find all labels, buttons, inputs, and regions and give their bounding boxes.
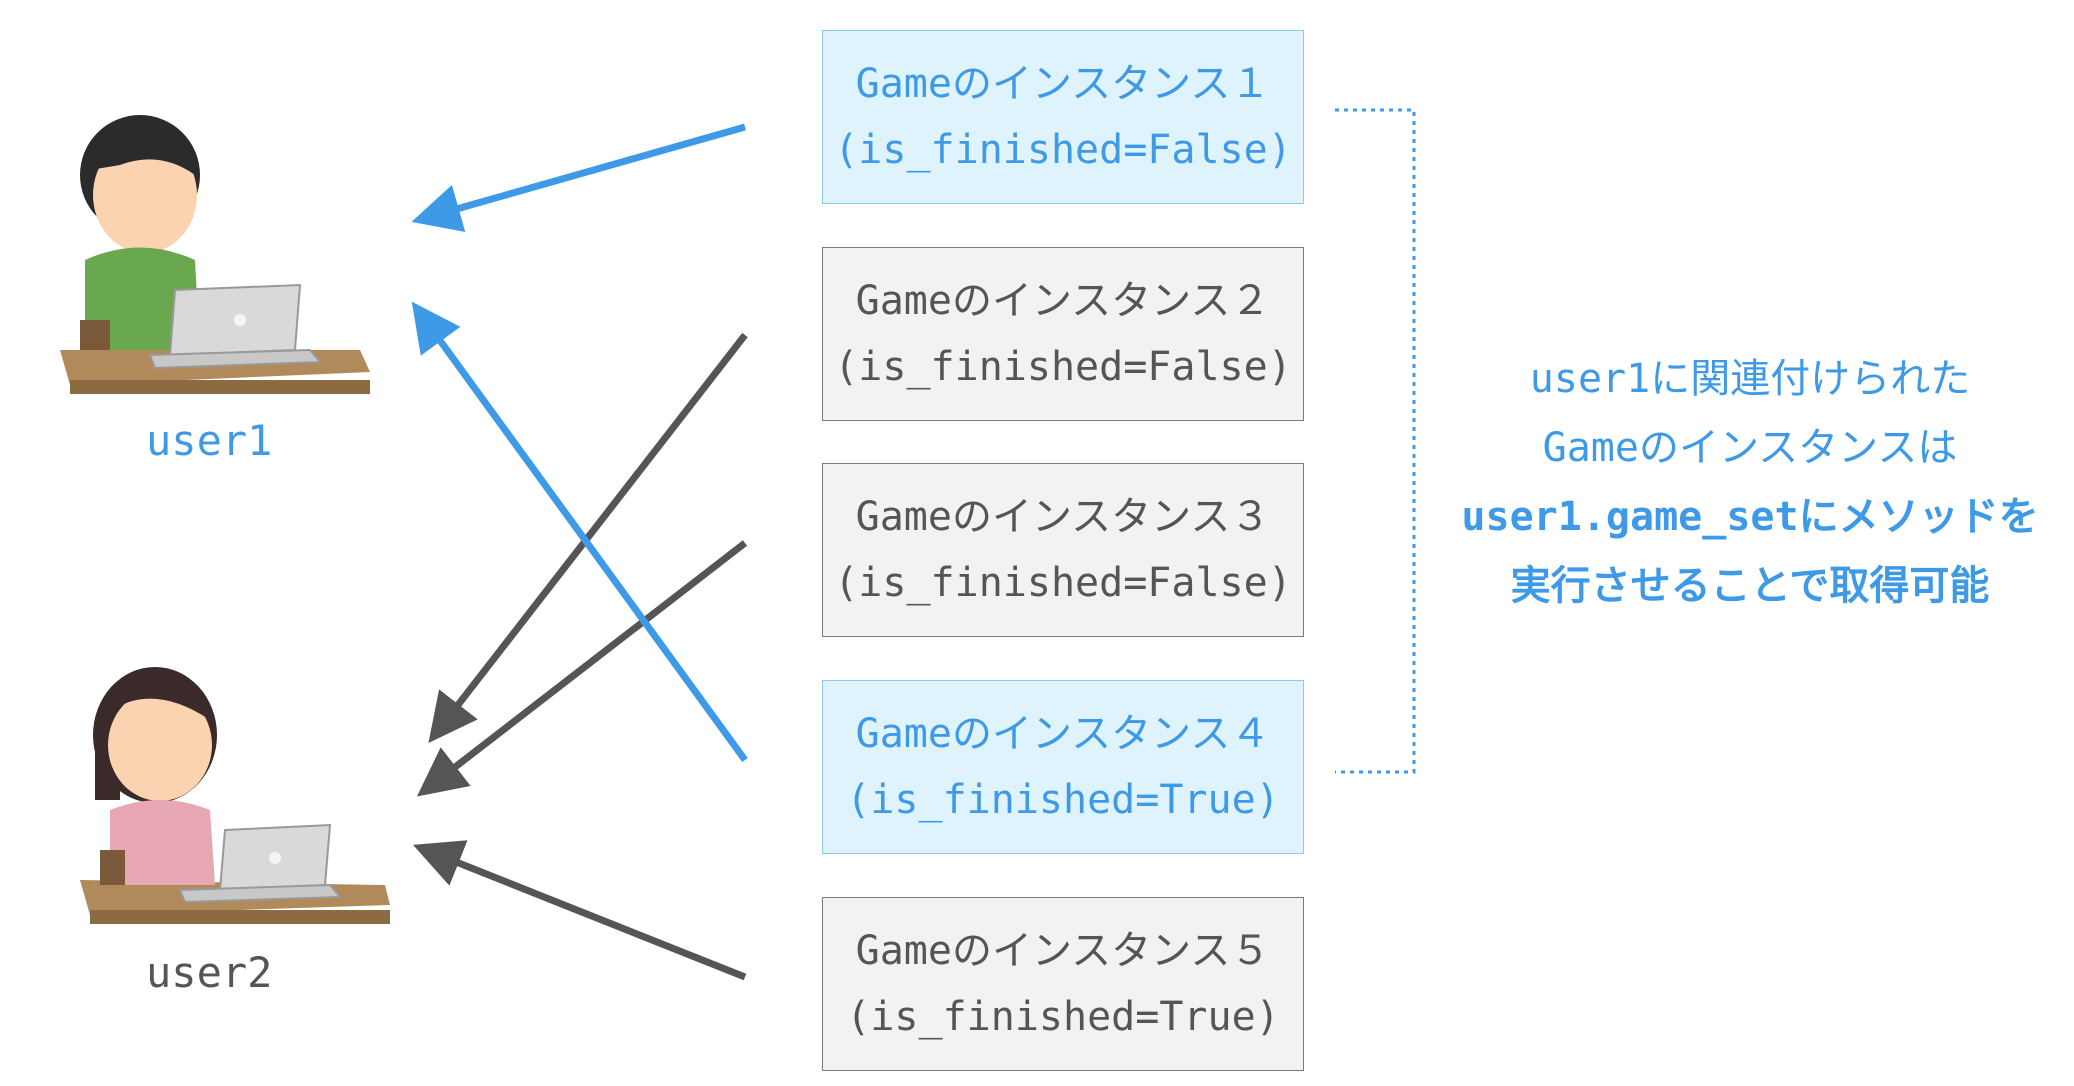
- instance-status: (is_finished=True): [846, 994, 1280, 1040]
- instance-title: Gameのインスタンス３: [855, 494, 1271, 540]
- arrow-instance2-to-user2: [428, 332, 748, 744]
- note-line-4: 実行させることで取得可能: [1510, 563, 1990, 609]
- arrow-instance1-to-user1: [411, 123, 746, 232]
- instance-box-3: Gameのインスタンス３ (is_finished=False): [822, 463, 1304, 637]
- instance-title: Gameのインスタンス４: [855, 711, 1271, 757]
- explanation-note: user1に関連付けられた Gameのインスタンスは user1.game_se…: [1420, 345, 2074, 621]
- note-line-3: user1.game_setにメソッドを: [1461, 494, 2039, 540]
- instance-box-2: Gameのインスタンス２ (is_finished=False): [822, 247, 1304, 421]
- user1-illustration: [60, 115, 370, 394]
- arrow-instance5-to-user2: [412, 840, 747, 981]
- instance-status: (is_finished=False): [834, 127, 1292, 173]
- instance-status: (is_finished=True): [846, 777, 1280, 823]
- user2-label: user2: [146, 948, 273, 997]
- instance-box-5: Gameのインスタンス５ (is_finished=True): [822, 897, 1304, 1071]
- instance-title: Gameのインスタンス５: [855, 928, 1271, 974]
- user2-illustration: [80, 667, 390, 924]
- note-line-2: Gameのインスタンスは: [1542, 425, 1958, 471]
- instance-title: Gameのインスタンス１: [855, 61, 1271, 107]
- arrow-instance3-to-user2: [416, 540, 748, 797]
- user1-label: user1: [146, 416, 273, 465]
- instance-status: (is_finished=False): [834, 344, 1292, 390]
- note-line-1: user1に関連付けられた: [1529, 356, 1971, 402]
- grouping-bracket: [1335, 108, 1416, 774]
- instance-title: Gameのインスタンス２: [855, 278, 1271, 324]
- instance-box-4: Gameのインスタンス４ (is_finished=True): [822, 680, 1304, 854]
- arrow-instance4-to-user1: [411, 301, 748, 763]
- instance-status: (is_finished=False): [834, 560, 1292, 606]
- instance-box-1: Gameのインスタンス１ (is_finished=False): [822, 30, 1304, 204]
